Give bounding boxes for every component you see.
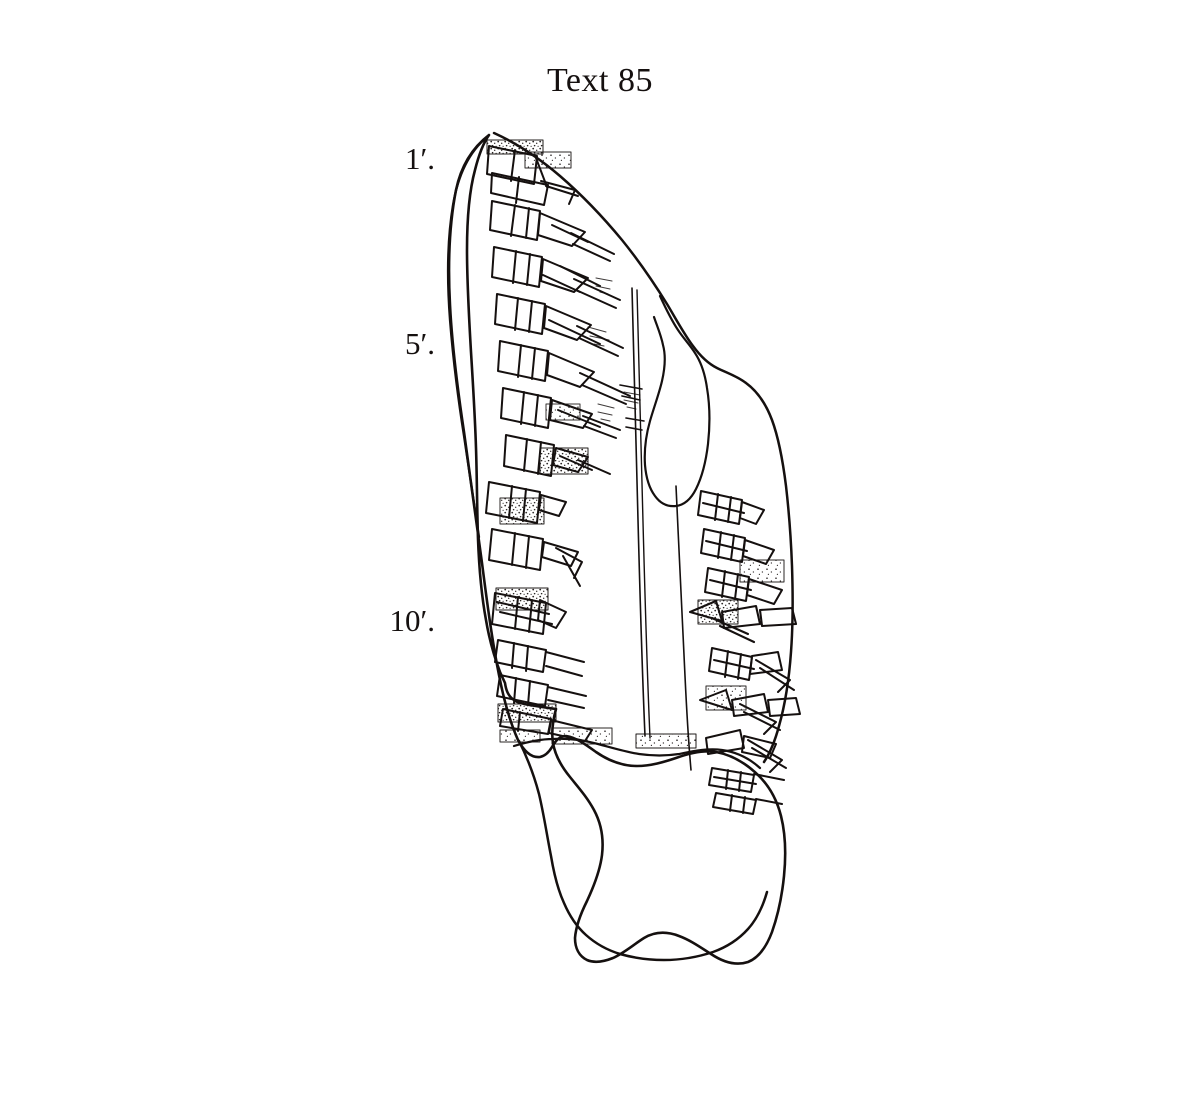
page-title: Text 85 bbox=[547, 62, 653, 99]
line-number-label-10: 10′. bbox=[389, 603, 435, 638]
sign-row-right-2 bbox=[700, 528, 775, 565]
tablet-body bbox=[446, 131, 801, 965]
sign-row-3 bbox=[491, 246, 621, 309]
sign-row-5 bbox=[497, 340, 631, 405]
damage-stipple-row-13 bbox=[497, 703, 557, 723]
tablet-fragment-outline bbox=[447, 133, 787, 965]
damage-stipple-row-1 bbox=[486, 139, 544, 155]
sign-row-9 bbox=[488, 528, 583, 587]
sign-row-11 bbox=[494, 639, 585, 677]
damage-stipple-right-3 bbox=[739, 559, 785, 583]
damage-stipple-row-1b bbox=[524, 151, 572, 169]
damage-stipple-row-7 bbox=[539, 447, 589, 475]
sign-row-2 bbox=[489, 200, 615, 262]
line-number-label-5: 5′. bbox=[404, 326, 435, 361]
column-ruling-right bbox=[675, 485, 692, 771]
ruling-side-ticks bbox=[619, 384, 645, 431]
sign-row-right-7 bbox=[705, 729, 787, 773]
column-ruling-middle bbox=[636, 289, 651, 739]
damage-stipple-row-13b bbox=[551, 727, 613, 745]
column-ruling-left bbox=[631, 287, 646, 737]
sign-row-right-9 bbox=[712, 792, 783, 815]
sign-row-right-3 bbox=[704, 567, 783, 605]
damage-stipple-right-4 bbox=[697, 599, 739, 625]
sign-row-right-8 bbox=[708, 767, 785, 793]
damage-stipple-row-6 bbox=[545, 403, 581, 421]
damage-stipple-right-6 bbox=[705, 685, 747, 711]
surface-break-outline-right bbox=[643, 294, 711, 508]
line-number-label-1: 1′. bbox=[404, 141, 435, 176]
tablet-bottom-break-contour bbox=[517, 739, 769, 962]
damage-stipple-row-10 bbox=[495, 587, 549, 611]
sign-row-right-5 bbox=[708, 647, 795, 693]
faint-sign-traces bbox=[587, 277, 641, 422]
sign-row-right-1 bbox=[697, 490, 765, 525]
damage-stipple-lower-break bbox=[635, 733, 697, 749]
sign-row-4 bbox=[494, 293, 624, 357]
tablet-right-outline bbox=[492, 131, 794, 764]
damage-stipple-lower-break-left bbox=[499, 729, 541, 743]
tablet-left-edge-contour bbox=[446, 135, 489, 539]
damage-stipple-row-8 bbox=[499, 497, 545, 525]
